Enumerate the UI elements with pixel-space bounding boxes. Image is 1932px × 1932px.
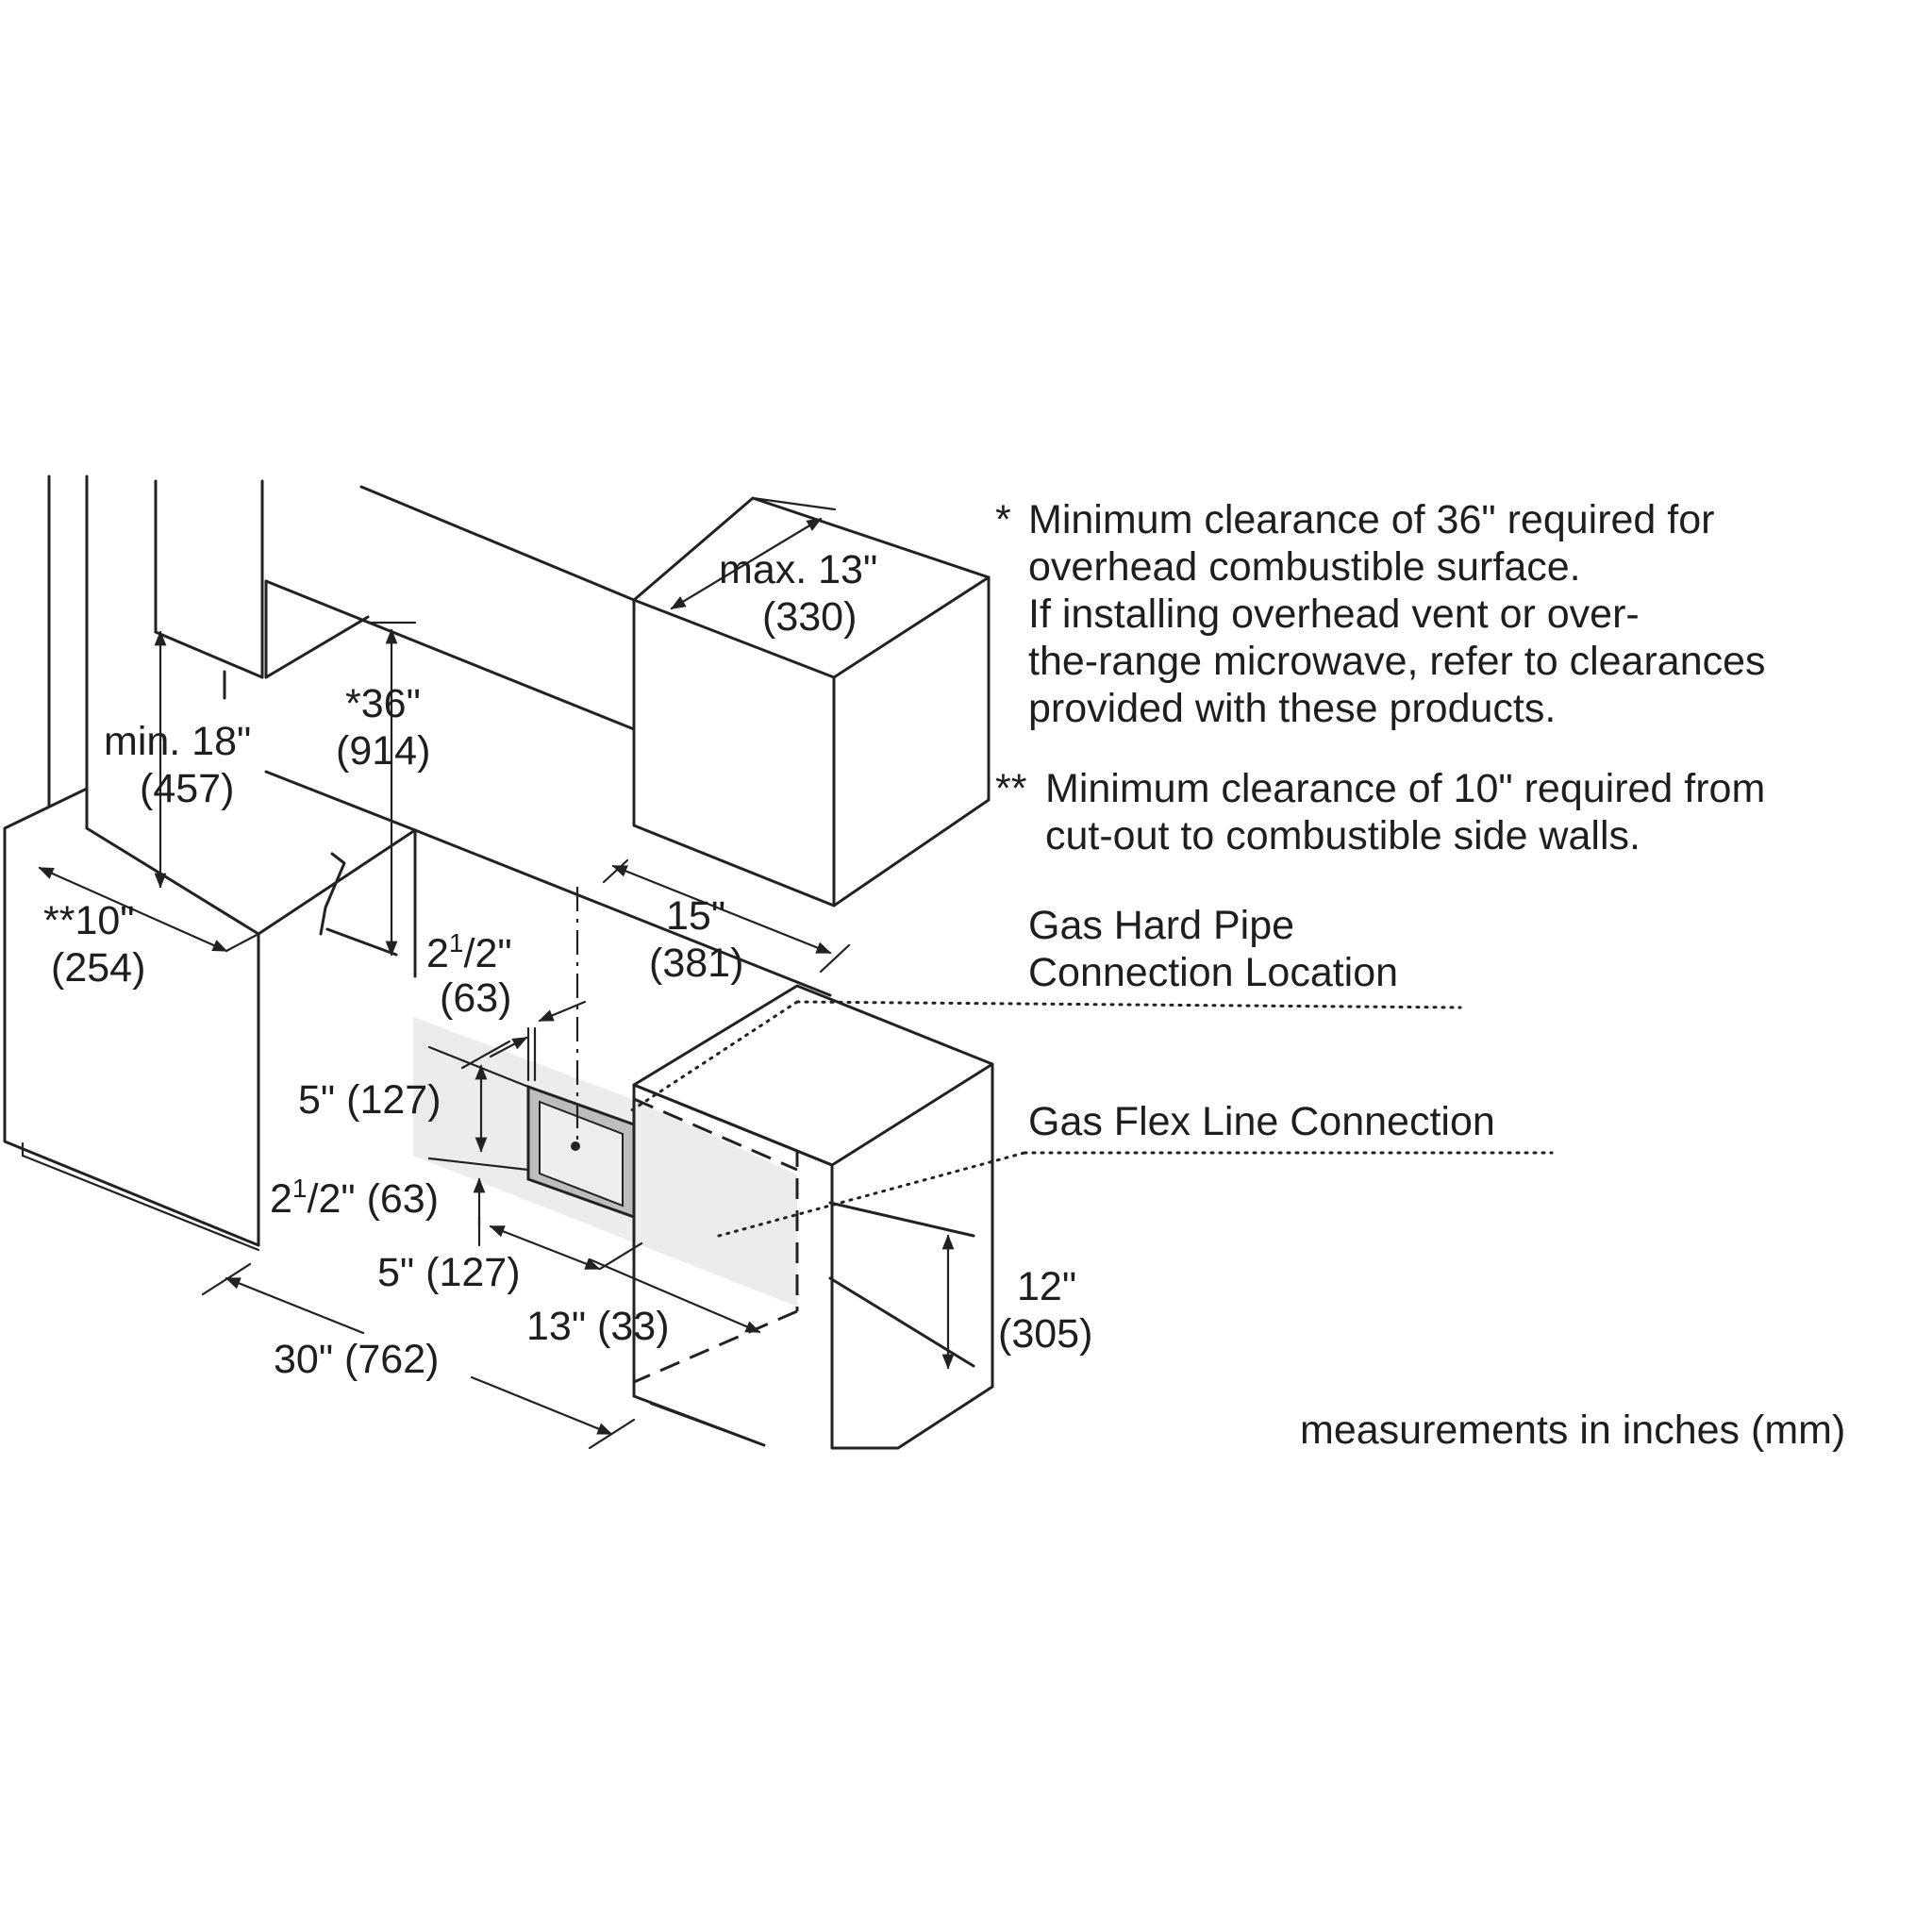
units-note: measurements in inches (mm) xyxy=(1300,1407,1845,1453)
dim-min-18: min. 18" xyxy=(104,719,251,764)
dim-5-horizontal: 5" (127) xyxy=(377,1250,521,1295)
dim-max-13-mm: (330) xyxy=(762,594,857,640)
note-double-star-line-1: Minimum clearance of 10" required from xyxy=(1045,766,1765,811)
leader-lines xyxy=(628,1000,1554,1238)
dim-36-mm: (914) xyxy=(336,728,430,774)
dim-36: *36" xyxy=(345,681,421,726)
label-gas-hard-pipe-2: Connection Location xyxy=(1028,950,1398,995)
dim-15: 15" xyxy=(666,893,725,939)
note-star-line-1: Minimum clearance of 36" required for xyxy=(1028,497,1714,542)
note-double-star-line-2: cut-out to combustible side walls. xyxy=(1045,813,1641,858)
dim-5-vertical: 5" (127) xyxy=(298,1077,441,1123)
gas-hard-pipe-connection-box xyxy=(526,1084,636,1220)
dim-12-mm: (305) xyxy=(998,1311,1092,1357)
label-gas-hard-pipe-1: Gas Hard Pipe xyxy=(1028,903,1294,948)
dimension-texts: max. 13" (330) *36" (914) min. 18" (457)… xyxy=(43,547,1092,1382)
dim-2-half-top-mm: (63) xyxy=(440,975,511,1021)
dim-10-mm: (254) xyxy=(51,945,145,991)
connection-labels: Gas Hard Pipe Connection Location Gas Fl… xyxy=(1028,903,1495,1144)
dim-15-mm: (381) xyxy=(649,941,743,986)
dim-13-33: 13" (33) xyxy=(526,1304,670,1349)
note-star-line-4: the-range microwave, refer to clearances xyxy=(1028,639,1766,684)
note-double-star-marker: ** xyxy=(995,766,1027,811)
footnotes: * Minimum clearance of 36" required for … xyxy=(995,497,1845,1453)
note-star-marker: * xyxy=(995,497,1011,542)
right-base-cabinet xyxy=(632,984,994,1450)
dim-30: 30" (762) xyxy=(274,1337,439,1382)
dim-12: 12" xyxy=(1017,1264,1076,1309)
dim-2-half-top: 21/2" xyxy=(426,928,512,976)
note-star-line-2: overhead combustible surface. xyxy=(1028,544,1581,590)
dim-min-18-mm: (457) xyxy=(140,766,234,811)
dim-max-13: max. 13" xyxy=(719,547,877,592)
note-star-line-3: If installing overhead vent or over- xyxy=(1028,591,1640,637)
label-gas-flex-line: Gas Flex Line Connection xyxy=(1028,1099,1495,1144)
dim-2-half-bottom: 21/2" (63) xyxy=(270,1174,439,1222)
dim-10: **10" xyxy=(43,898,135,943)
upper-wall-cabinets xyxy=(47,475,991,908)
dimension-lines xyxy=(38,496,955,1450)
note-star-line-5: provided with these products. xyxy=(1028,686,1556,731)
